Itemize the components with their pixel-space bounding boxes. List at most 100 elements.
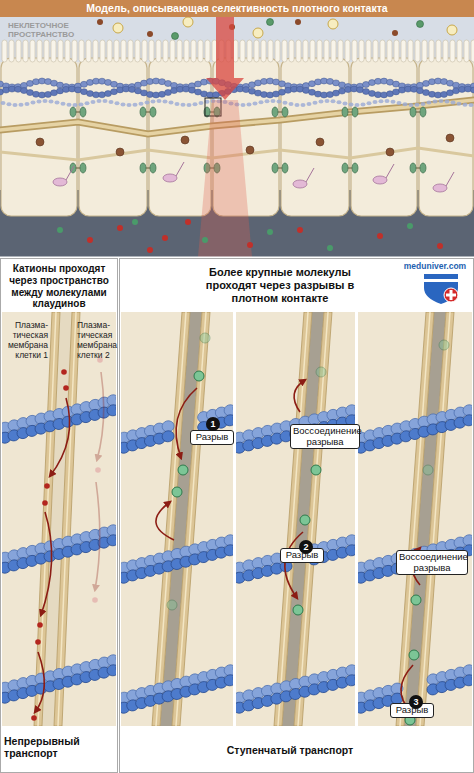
microvillus	[114, 40, 119, 62]
microvillus	[142, 40, 147, 62]
junction-strand	[85, 101, 90, 105]
junction-strand	[139, 102, 144, 106]
microvillus	[296, 40, 301, 62]
desmosome	[342, 163, 348, 173]
desmosome	[70, 107, 76, 117]
panel-frame	[120, 259, 474, 773]
microvillus	[100, 40, 105, 62]
junction-strand	[91, 100, 96, 104]
region-label: НЕКЛЕТОЧНОЕ ПРОСТРАНСТВО	[8, 21, 88, 40]
cation-particle	[117, 225, 123, 231]
molecule-particle	[172, 487, 182, 497]
panel-heading: Катионы проходят через пространство межд…	[3, 263, 115, 310]
claudin-molecule	[471, 401, 472, 415]
microvillus	[401, 40, 406, 62]
microvillus	[387, 40, 392, 62]
solute-particle	[147, 31, 153, 37]
molecule-particle	[411, 595, 421, 605]
movement-arrow	[156, 502, 174, 540]
junction-strand	[265, 99, 270, 103]
cation-particle	[185, 219, 191, 225]
microvillus	[443, 40, 448, 62]
junction-strand	[403, 102, 408, 106]
claudin-molecule	[471, 661, 472, 675]
microvillus	[310, 40, 315, 62]
claudin-molecule	[115, 661, 116, 675]
claudin-molecule	[232, 531, 233, 545]
desmosome	[420, 107, 426, 117]
membrane-core	[420, 312, 450, 726]
gap-label-box: Воссоединение разрыва	[396, 550, 468, 575]
desmosome	[410, 163, 416, 173]
junction-strand	[277, 100, 282, 104]
desmosome	[80, 163, 86, 173]
junction-strand	[409, 103, 414, 107]
solute-particle	[392, 30, 398, 36]
epithelial-cell	[281, 58, 349, 216]
molecule-particle	[439, 340, 449, 350]
membrane-core	[298, 312, 328, 726]
microvillus	[107, 40, 112, 62]
cation-particle	[147, 247, 153, 253]
microvillus	[121, 40, 126, 62]
transport-panel	[121, 312, 233, 726]
junction-strand	[133, 103, 138, 107]
cation-particle	[92, 597, 98, 603]
epithelial-cell	[351, 58, 417, 216]
pathway-glow	[198, 100, 252, 257]
vesicle	[433, 184, 447, 192]
junction-strand	[181, 103, 186, 107]
junction-strand	[427, 101, 432, 105]
microvillus	[303, 40, 308, 62]
gap-label-box: Разрыв	[190, 430, 234, 445]
junction-strand	[385, 99, 390, 103]
microvillus	[198, 40, 203, 62]
vesicle	[53, 178, 67, 186]
node-text: 2	[299, 540, 313, 554]
microvillus	[275, 40, 280, 62]
microvillus	[268, 40, 273, 62]
microvillus	[9, 40, 14, 62]
cation-particle	[95, 467, 101, 473]
claudin-molecule	[232, 411, 233, 425]
microvillus	[331, 40, 336, 62]
title-bar	[0, 0, 474, 17]
movement-arrow	[41, 512, 52, 615]
junction-strand	[289, 102, 294, 106]
membrane-core	[38, 312, 56, 726]
microvillus	[128, 40, 133, 62]
junction-strand	[367, 101, 372, 105]
junction-strand	[319, 100, 324, 104]
claudin-molecule	[354, 671, 355, 685]
plasma-membrane	[172, 312, 210, 726]
junction-strand	[397, 101, 402, 105]
cation-particle	[297, 227, 303, 233]
vesicle-stalk	[176, 162, 184, 176]
vesicle	[163, 174, 177, 182]
molecule-particle	[194, 371, 204, 381]
vesicle-stalk	[66, 166, 74, 180]
junction-strand	[145, 100, 150, 104]
solute-particle	[447, 25, 457, 35]
cation-particle	[162, 235, 168, 241]
junction-strand	[103, 99, 108, 103]
claudin-molecule	[462, 673, 472, 687]
bottom-bg	[0, 258, 474, 773]
junction-strand	[301, 103, 306, 107]
junction-strand	[97, 99, 102, 103]
microvillus	[135, 40, 140, 62]
microvillus	[394, 40, 399, 62]
junction-strand	[175, 102, 180, 106]
junction-strand	[187, 103, 192, 107]
movement-arrow	[176, 388, 197, 458]
molecule-particle	[57, 227, 63, 233]
molecule-particle	[300, 515, 310, 525]
junction-strand	[49, 99, 54, 103]
vesicle	[293, 180, 307, 188]
molecule-particle	[409, 650, 419, 660]
movement-arrow	[97, 372, 104, 460]
microvillus	[471, 40, 474, 62]
microvillus	[240, 40, 245, 62]
junction-strand	[7, 102, 12, 106]
